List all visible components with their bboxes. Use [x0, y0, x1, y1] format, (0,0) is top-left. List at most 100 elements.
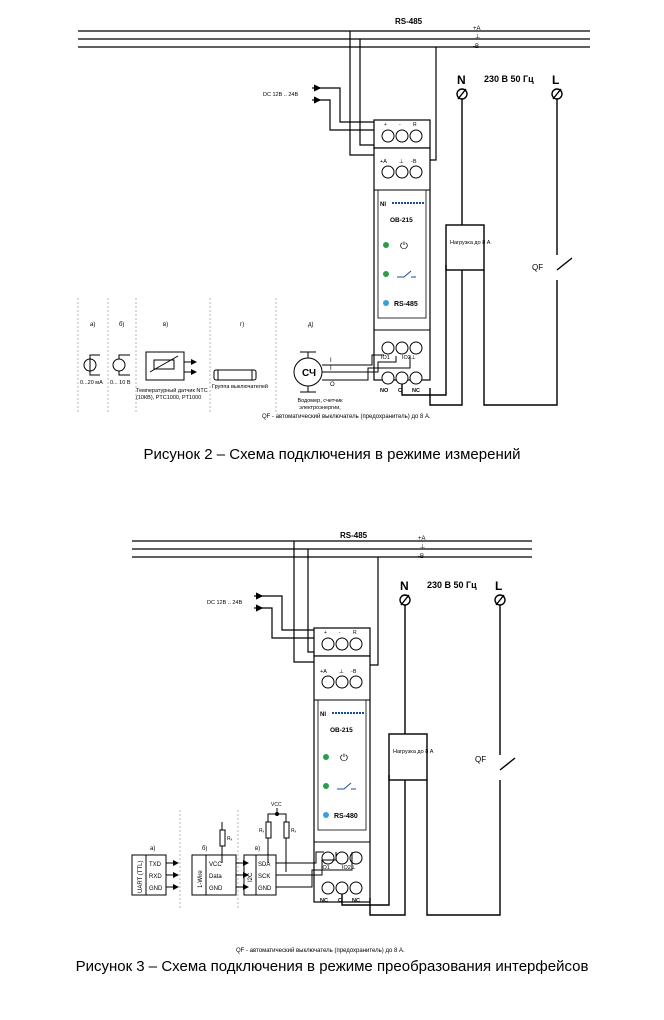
power-led	[383, 242, 389, 248]
qf-note: QF - автоматический выключатель (предохр…	[262, 413, 431, 420]
meter-io1: I	[330, 358, 332, 364]
relay-led	[323, 783, 329, 789]
meter-symbol: СЧ	[302, 368, 316, 379]
top-terminal-r: R	[353, 630, 357, 636]
onewire-pin-data: Data	[209, 874, 222, 880]
relay-no: NC	[320, 898, 328, 904]
bus-terminal-a: +A	[320, 669, 327, 675]
uart-pin-txd: TXD	[149, 862, 162, 868]
bus-line-gnd: ⊥	[420, 543, 425, 550]
mains-voltage: 230 В 50 Гц	[427, 580, 477, 590]
interface-panel	[179, 810, 239, 910]
device-rs-label: RS-485	[394, 301, 418, 308]
figure-3-caption: Рисунок 3 – Схема подключения в режиме п…	[75, 958, 589, 975]
i2c-title: I2C	[248, 872, 254, 882]
bus-label: RS-485	[395, 17, 423, 26]
sensor-panel	[77, 298, 277, 412]
bus-line-b: -B	[418, 554, 424, 560]
i2c-resistor-1: Rₓ	[259, 828, 265, 834]
rs485-led	[383, 300, 389, 306]
rs485-led	[323, 812, 329, 818]
top-terminal-r: R	[413, 122, 417, 128]
sensor-a-text: 0...20 мА	[80, 380, 103, 386]
figure-3: RS-485 +A ⊥ -B DC 12В .. 24В	[131, 531, 532, 954]
sensor-v-text: Температурный датчик NTC (10КВ), PTC1000…	[136, 388, 208, 401]
iface-a-label: а)	[150, 846, 155, 852]
uart-pin-rxd: RXD	[149, 874, 162, 880]
top-terminal-plus: +	[384, 122, 387, 128]
bus-line-b: -B	[473, 44, 479, 50]
sensor-v-label: в)	[163, 322, 168, 328]
relay-icon	[397, 270, 416, 278]
relay-c: C	[338, 898, 342, 904]
figure-2: RS-485 +A ⊥ -B DC 12В .. 24В	[77, 17, 590, 420]
io1-terminal: IO1	[381, 355, 390, 361]
brand-logo: NI	[320, 712, 326, 718]
rs485-bus	[132, 540, 532, 558]
onewire-pin-gnd: GND	[209, 886, 223, 892]
onewire-title: 1-Wire	[198, 870, 204, 888]
bus-terminal-a: +A	[380, 159, 387, 165]
load-label: Нагрузка до 8 А	[393, 749, 434, 755]
qf-note: QF - автоматический выключатель (предохр…	[236, 947, 405, 954]
onewire-pin-vcc: VCC	[209, 862, 222, 868]
top-terminal-plus: +	[324, 630, 327, 636]
relay-nc: NC	[352, 898, 360, 904]
load-label: Нагрузка до 8 А	[450, 240, 491, 246]
rs485-bus	[78, 30, 590, 48]
mains-wires	[341, 594, 516, 916]
iface-v-label: в)	[255, 846, 260, 852]
bus-terminal-gnd: ⊥	[339, 668, 344, 675]
i2c-resistor-2: Rₓ	[291, 828, 297, 834]
sensor-g-label: г)	[240, 322, 244, 328]
device-ov215: + - R +A ⊥ -B NI ОВ-215 ⏻ RS-485 IO1 IO2…	[373, 119, 431, 394]
mains-l: L	[495, 579, 502, 593]
sensor-b-text: 0... 10 В	[110, 380, 131, 386]
bus-terminal-gnd: ⊥	[399, 158, 404, 165]
brand-logo: NI	[380, 202, 386, 208]
bus-label: RS-485	[340, 531, 368, 540]
uart-title: UART (TTL)	[138, 861, 144, 893]
relay-c: C	[398, 388, 402, 394]
figure-2-caption: Рисунок 2 – Схема подключения в режиме и…	[143, 446, 521, 463]
mains-l: L	[552, 73, 559, 87]
qf-label: QF	[475, 755, 486, 764]
meter-io3: O	[330, 382, 335, 388]
relay-icon	[337, 782, 356, 790]
top-terminal-minus: -	[399, 122, 401, 128]
device-model: ОВ-215	[330, 727, 353, 734]
power-icon: ⏻	[400, 241, 408, 252]
i2c-pin-sck: SCK	[258, 874, 270, 880]
pullup-node	[275, 812, 279, 816]
io2-terminal: IO2⊥	[402, 354, 416, 361]
sensor-d-label: д)	[308, 322, 314, 328]
mains-voltage: 230 В 50 Гц	[484, 74, 534, 84]
vcc-symbol: VCC	[271, 802, 282, 808]
iface-b-label: б)	[202, 846, 207, 852]
relay-no: NO	[380, 388, 389, 394]
device-model: ОВ-215	[390, 217, 413, 224]
mains-n: N	[400, 579, 409, 593]
io2-terminal: IO2⊥	[342, 864, 356, 871]
device-ov215: + - R +A ⊥ -B NI ОВ-215 ⏻ RS-480 IO1 IO2…	[313, 627, 371, 904]
i2c-pin-sda: SDA	[258, 862, 270, 868]
bus-line-gnd: ⊥	[475, 33, 480, 40]
interface-symbols	[131, 808, 353, 896]
sensor-a-label: а)	[90, 322, 95, 328]
bus-line-a: +A	[473, 26, 481, 32]
sensor-symbols	[83, 351, 411, 393]
meter-io2: I	[330, 366, 332, 372]
dc-label: DC 12В .. 24В	[207, 600, 242, 606]
top-terminal-minus: -	[339, 630, 341, 636]
sensor-b-label: б)	[119, 322, 124, 328]
io1-terminal: IO1	[321, 865, 330, 871]
uart-pin-gnd: GND	[149, 886, 163, 892]
power-led	[323, 754, 329, 760]
dc-label: DC 12В .. 24В	[263, 92, 298, 98]
bus-terminal-b: -B	[351, 669, 357, 675]
mains-wires	[401, 88, 573, 406]
device-rs-label: RS-480	[334, 813, 358, 820]
relay-nc: NC	[412, 388, 420, 394]
i2c-pin-gnd: GND	[258, 886, 272, 892]
